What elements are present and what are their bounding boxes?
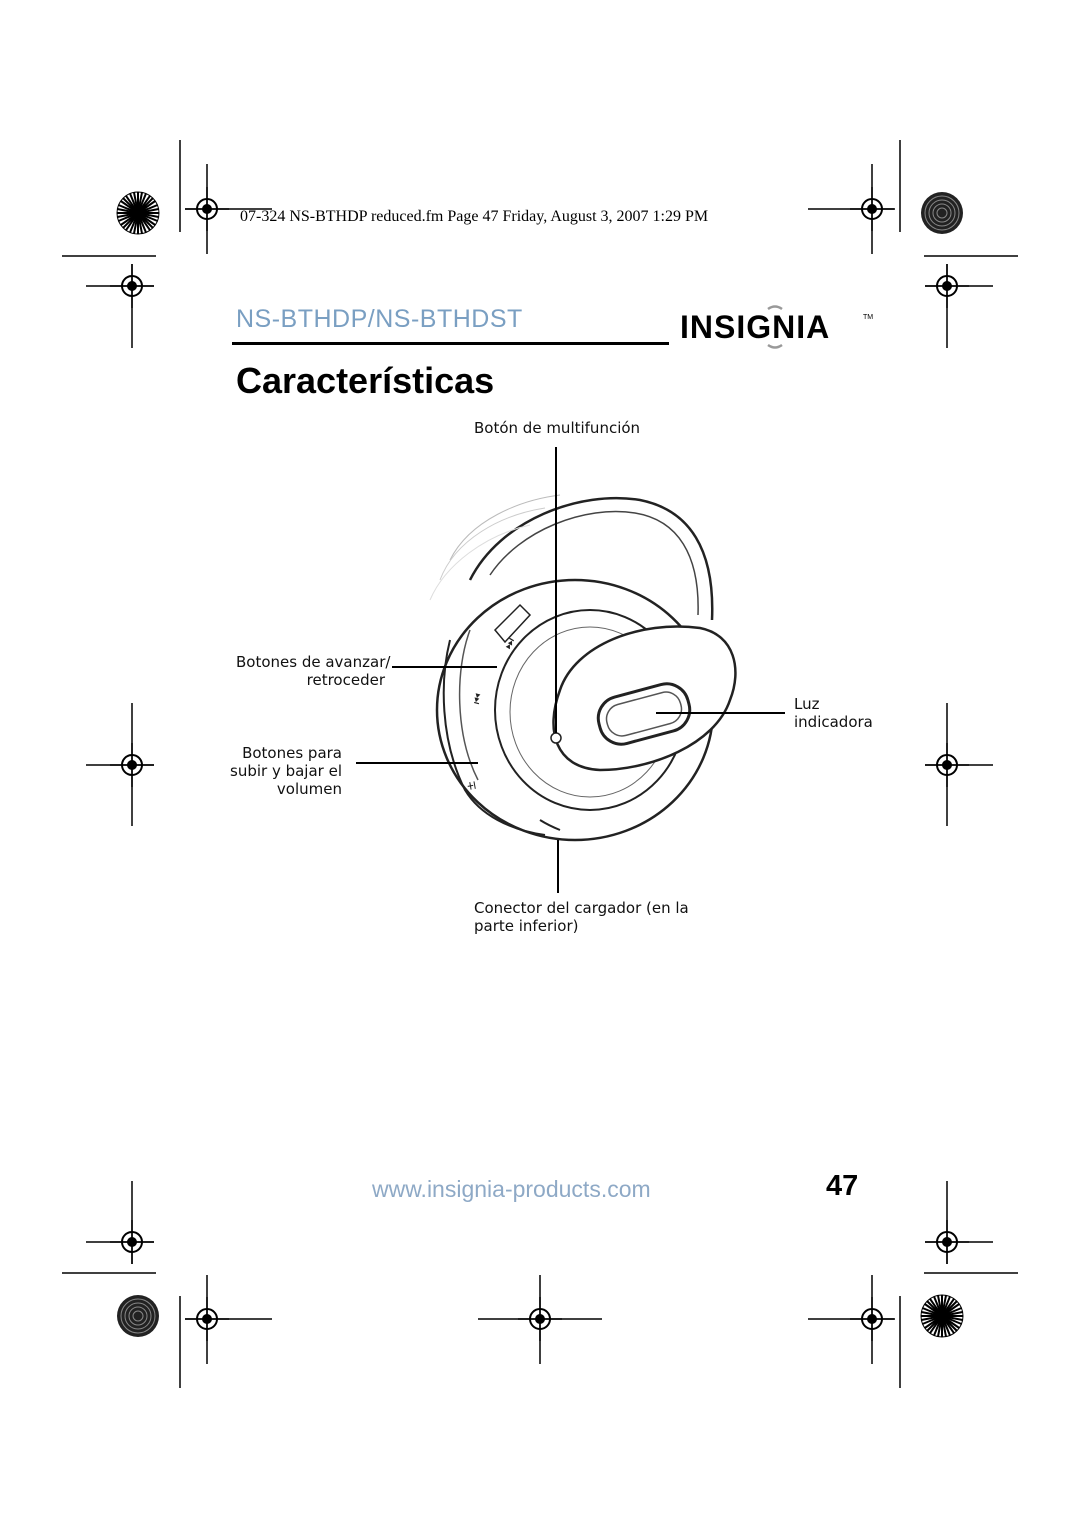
logo-text: INSIGNIA (680, 309, 830, 345)
indicator-light-window (596, 682, 692, 746)
callout-volume-line3: volumen (276, 780, 342, 798)
callout-indicator: Luz indicadora (794, 695, 873, 731)
callout-skip-line2: retroceder (306, 671, 385, 689)
callout-charger-line2: parte inferior) (474, 917, 579, 935)
section-title: Características (236, 360, 495, 401)
callout-volume: Botones para subir y bajar el volumen (220, 744, 342, 798)
callout-indicator-line2: indicadora (794, 713, 873, 731)
print-header: 07-324 NS-BTHDP reduced.fm Page 47 Frida… (240, 208, 709, 225)
callout-volume-line2: subir y bajar el (230, 762, 342, 780)
headband (468, 496, 714, 621)
website-url: www.insignia-products.com (372, 1176, 651, 1202)
callout-indicator-line1: Luz (794, 695, 820, 713)
logo-swoosh-bottom (767, 343, 783, 349)
multifunction-button (550, 732, 562, 744)
insignia-logo: INSIGNIA TM (680, 305, 873, 349)
skip-button (493, 603, 532, 644)
svg-text:±: ± (463, 780, 479, 792)
charger-port (539, 819, 561, 831)
header-rule (232, 342, 669, 345)
callout-skip: Botones de avanzar/ retroceder (236, 653, 391, 689)
callout-volume-line1: Botones para (242, 744, 342, 762)
model-name: NS-BTHDP/NS-BTHDST (236, 305, 523, 333)
page-number: 47 (826, 1170, 859, 1202)
svg-text:⏮: ⏮ (469, 692, 485, 706)
callout-multifunction: Botón de multifunción (474, 419, 641, 437)
callout-charger: Conector del cargador (en la parte infer… (474, 899, 689, 935)
callout-charger-line1: Conector del cargador (en la (474, 899, 689, 917)
logo-swoosh-top (767, 305, 783, 311)
callout-skip-line1: Botones de avanzar/ (236, 653, 391, 671)
logo-trademark: TM (863, 314, 873, 321)
